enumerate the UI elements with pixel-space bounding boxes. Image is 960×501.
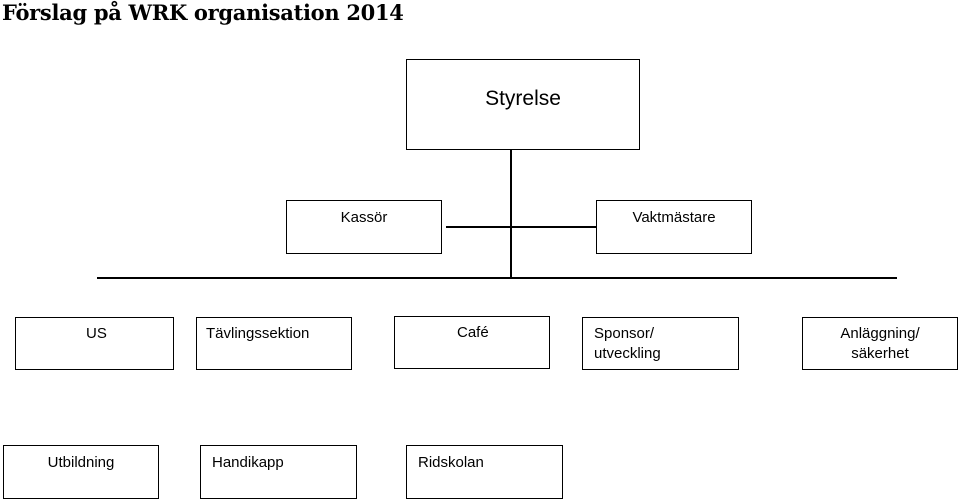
node-label: Tävlingssektion [206,325,310,342]
node-label: Utbildning [47,454,115,471]
node-us: US [15,317,174,370]
node-label: Vaktmästare [632,209,716,226]
node-tavlingssektion: Tävlingssektion [196,317,352,370]
connector-sections-horizontal [97,277,897,279]
page-title: Förslag på WRK organisation 2014 [2,0,404,25]
node-ridskolan: Ridskolan [406,445,563,499]
node-label: Café [457,324,489,341]
node-label: Styrelse [485,87,561,110]
node-styrelse: Styrelse [406,59,640,150]
node-label-line1: Sponsor/ [594,325,655,342]
node-label: Handikapp [212,454,284,471]
node-anlaggning-sakerhet: Anläggning/ säkerhet [802,317,958,370]
node-cafe: Café [394,316,550,369]
node-label-line2: säkerhet [851,345,909,362]
node-utbildning: Utbildning [3,445,159,499]
node-label: US [86,325,107,342]
node-handikapp: Handikapp [200,445,357,499]
node-label-line2: utveckling [594,345,661,362]
connector-board-vertical [510,150,512,278]
node-label: Ridskolan [418,454,484,471]
connector-staff-horizontal [446,226,600,228]
node-vaktmastare: Vaktmästare [596,200,752,254]
node-label: Kassör [340,209,388,226]
node-kassor: Kassör [286,200,442,254]
node-label-line1: Anläggning/ [840,325,920,342]
node-sponsor-utveckling: Sponsor/ utveckling [582,317,739,370]
